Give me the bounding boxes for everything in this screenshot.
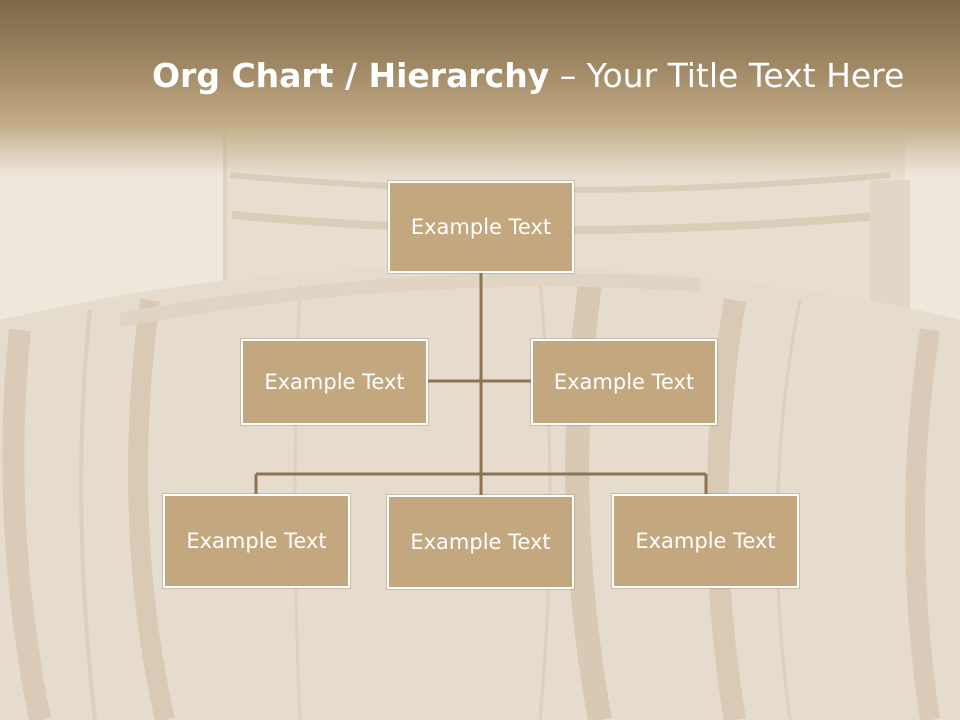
org-node-sub-center[interactable]: Example Text	[387, 495, 574, 589]
header-band	[0, 0, 960, 175]
org-node-sub-left[interactable]: Example Text	[163, 494, 350, 588]
org-node-assistant-left[interactable]: Example Text	[241, 339, 428, 425]
slide-title: Org Chart / Hierarchy – Your Title Text …	[152, 54, 932, 98]
org-node-sub-right[interactable]: Example Text	[612, 494, 799, 588]
title-dash: –	[549, 56, 587, 95]
title-plain-part: Your Title Text Here	[586, 56, 905, 95]
title-bold-part: Org Chart / Hierarchy	[152, 56, 550, 95]
org-node-assistant-right[interactable]: Example Text	[531, 339, 717, 425]
org-node-top[interactable]: Example Text	[388, 181, 574, 273]
